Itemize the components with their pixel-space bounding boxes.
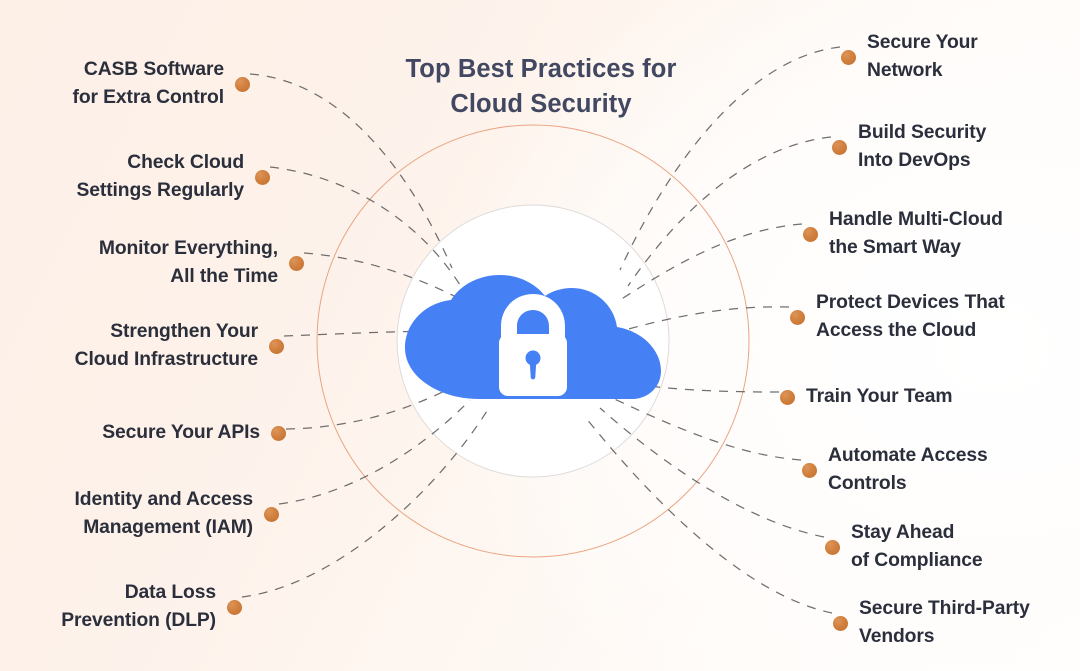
- item-label: Check Cloud Settings Regularly: [76, 152, 245, 202]
- padlock-keyhole-top: [525, 350, 541, 366]
- connector-train-your-team: [611, 379, 780, 393]
- connector-casb-software: [249, 73, 453, 269]
- connector-secure-network: [619, 46, 841, 271]
- item-stay-ahead-compliance[interactable]: Stay Ahead of Compliance: [825, 519, 983, 575]
- item-label: Secure Your Network: [867, 32, 978, 82]
- item-secure-apis[interactable]: Secure Your APIs: [0, 419, 286, 447]
- page-title-line-1: Top Best Practices for: [405, 55, 677, 83]
- bullet-dot-icon: [271, 425, 286, 441]
- bullet-dot-icon: [235, 76, 250, 92]
- bullet-dot-icon: [832, 139, 847, 155]
- item-protect-devices[interactable]: Protect Devices That Access the Cloud: [790, 289, 1005, 345]
- bullet-dot-icon: [780, 389, 795, 405]
- bullet-dot-icon: [803, 226, 818, 242]
- item-label: Stay Ahead of Compliance: [851, 522, 983, 572]
- item-label: Automate Access Controls: [828, 445, 988, 495]
- bullet-dot-icon: [841, 49, 856, 65]
- bullet-dot-icon: [825, 539, 840, 555]
- connector-lines: [241, 46, 841, 614]
- item-build-security-devops[interactable]: Build Security Into DevOps: [832, 119, 986, 175]
- connector-protect-devices: [613, 306, 790, 334]
- item-label: Monitor Everything, All the Time: [98, 238, 278, 288]
- connector-stay-ahead-compliance: [599, 407, 825, 538]
- cloud-lock-icon: [405, 275, 661, 400]
- connector-handle-multi-cloud: [619, 223, 803, 301]
- item-label: Handle Multi-Cloud the Smart Way: [829, 209, 1003, 259]
- item-label: Identity and Access Management (IAM): [74, 489, 254, 539]
- item-secure-network[interactable]: Secure Your Network: [841, 29, 978, 85]
- item-label: Protect Devices That Access the Cloud: [816, 292, 1005, 342]
- page-title-line-2: Cloud Security: [450, 89, 632, 118]
- item-train-your-team[interactable]: Train Your Team: [780, 383, 952, 411]
- item-automate-access[interactable]: Automate Access Controls: [802, 442, 988, 498]
- item-check-cloud-settings[interactable]: Check Cloud Settings Regularly: [0, 149, 270, 205]
- item-casb-software[interactable]: CASB Software for Extra Control: [0, 56, 250, 112]
- item-monitor-everything[interactable]: Monitor Everything, All the Time: [0, 235, 304, 291]
- item-label: CASB Software for Extra Control: [72, 59, 225, 109]
- connector-secure-apis: [285, 381, 463, 430]
- item-handle-multi-cloud[interactable]: Handle Multi-Cloud the Smart Way: [803, 206, 1003, 262]
- item-label: Strengthen Your Cloud Infrastructure: [74, 321, 258, 371]
- connector-secure-third-party: [585, 417, 833, 614]
- bullet-dot-icon: [255, 169, 270, 185]
- item-secure-third-party[interactable]: Secure Third-Party Vendors: [833, 595, 1030, 651]
- item-label: Build Security Into DevOps: [858, 122, 987, 172]
- page-title: Top Best Practices for Cloud Security: [380, 52, 702, 121]
- item-label: Data Loss Prevention (DLP): [61, 582, 216, 632]
- connector-automate-access: [607, 395, 802, 461]
- item-label: Secure Third-Party Vendors: [859, 598, 1030, 648]
- padlock-shackle: [501, 294, 565, 341]
- item-identity-access[interactable]: Identity and Access Management (IAM): [0, 486, 279, 542]
- item-label: Secure Your APIs: [102, 422, 260, 443]
- bullet-dot-icon: [802, 462, 817, 478]
- item-data-loss-prevention[interactable]: Data Loss Prevention (DLP): [0, 579, 242, 635]
- bullet-dot-icon: [227, 599, 242, 615]
- connector-data-loss-prevention: [241, 410, 488, 598]
- connector-build-security-devops: [627, 136, 832, 287]
- padlock-glyph: [499, 294, 567, 396]
- connector-monitor-everything: [303, 252, 463, 301]
- bullet-dot-icon: [269, 338, 284, 354]
- bullet-dot-icon: [833, 615, 848, 631]
- bullet-dot-icon: [264, 506, 279, 522]
- padlock-keyhole-stem: [529, 360, 537, 380]
- outer-orange-ring: [316, 124, 750, 558]
- item-label: Train Your Team: [806, 386, 953, 407]
- bullet-dot-icon: [790, 309, 805, 325]
- item-strengthen-cloud[interactable]: Strengthen Your Cloud Infrastructure: [0, 318, 284, 374]
- bullet-dot-icon: [289, 255, 304, 271]
